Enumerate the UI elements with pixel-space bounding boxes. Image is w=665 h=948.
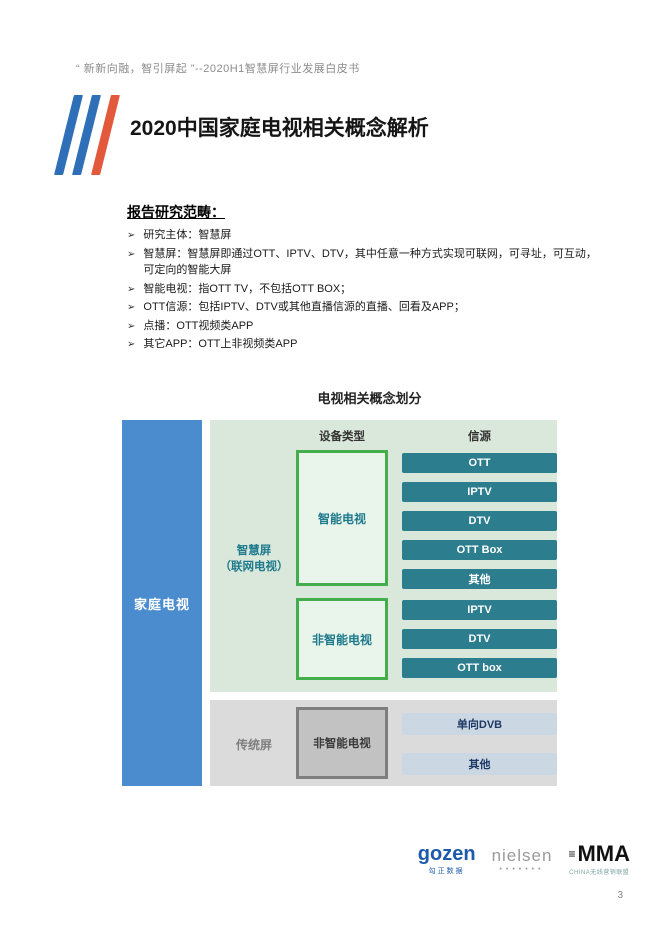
bullet-text: OTT信源：包括IPTV、DTV或其他直播信源的直播、回看及APP；	[143, 301, 465, 313]
title-stripes-decoration	[54, 95, 120, 180]
research-scope-heading: 报告研究范畴：	[127, 204, 225, 220]
smart-screen-label: 智慧屏 （联网电视）	[210, 544, 298, 575]
home-tv-bar: 家庭电视	[122, 420, 202, 786]
arrow-bullet-icon: ➢	[127, 230, 136, 241]
mma-bars-icon: ≡	[568, 847, 576, 861]
gozen-logo-subtext: 勾正数据	[428, 867, 465, 875]
nielsen-logo: nielsen •••••••	[492, 847, 553, 873]
nielsen-logo-text: nielsen	[491, 845, 553, 865]
traditional-screen-label: 传统屏	[235, 738, 272, 752]
bullet-text: 智慧屏：智慧屏即通过OTT、IPTV、DTV，其中任意一种方式实现可联网，可寻址…	[143, 247, 597, 277]
mma-logo-name: MMA	[577, 841, 630, 866]
concept-diagram: 家庭电视 设备类型 信源 智慧屏 （联网电视） 智能电视 OTT IPTV DT…	[122, 420, 557, 786]
nielsen-dots-decoration: •••••••	[499, 865, 545, 873]
mma-logo-text: ≡MMA	[568, 843, 630, 865]
arrow-bullet-icon: ➢	[127, 302, 136, 313]
bullet-text: 智能电视：指OTT TV，不包括OTT BOX；	[143, 282, 352, 295]
mma-logo: ≡MMA CHINA无线营销联盟	[568, 843, 630, 877]
source-item-other: 其他	[402, 569, 557, 589]
list-item: ➢ 智慧屏：智慧屏即通过OTT、IPTV、DTV，其中任意一种方式实现可联网，可寻…	[127, 246, 605, 279]
traditional-screen-panel: 传统屏 非智能电视 单向DVB 其他	[210, 700, 557, 786]
column-header-device-type: 设备类型	[319, 431, 365, 443]
source-item-dtv-2: DTV	[402, 629, 557, 649]
bullet-text: 其它APP：OTT上非视频类APP	[143, 338, 298, 350]
arrow-bullet-icon: ➢	[127, 320, 136, 332]
source-item-iptv-2: IPTV	[402, 600, 557, 620]
non-smart-tv-box: 非智能电视	[296, 598, 388, 680]
smart-screen-label-line2: （联网电视）	[219, 560, 289, 573]
research-scope-list: ➢ 研究主体：智慧屏 ➢ 智慧屏：智慧屏即通过OTT、IPTV、DTV，其中任意一种…	[127, 227, 605, 355]
bullet-text: 点播：OTT视频类APP	[143, 319, 254, 332]
list-item: ➢ 点播：OTT视频类APP	[127, 318, 605, 335]
gozen-logo: gozen 勾正数据	[418, 844, 476, 876]
mma-logo-subtext: CHINA无线营销联盟	[569, 870, 630, 876]
smart-screen-panel: 设备类型 信源 智慧屏 （联网电视） 智能电视 OTT IPTV DTV OTT…	[210, 420, 557, 692]
list-item: ➢ 智能电视：指OTT TV，不包括OTT BOX；	[127, 281, 605, 298]
page-number: 3	[617, 890, 623, 901]
source-item-other-traditional: 其他	[402, 753, 557, 775]
list-item: ➢ 研究主体：智慧屏	[127, 227, 605, 244]
source-item-dtv: DTV	[402, 511, 557, 531]
footer-logos: gozen 勾正数据 nielsen ••••••• ≡MMA CHINA无线营…	[385, 843, 630, 877]
diagram-title: 电视相关概念划分	[317, 391, 422, 406]
source-item-iptv: IPTV	[402, 482, 557, 502]
arrow-bullet-icon: ➢	[127, 339, 136, 350]
document-header: “ 新新向融，智引屏起 ”--2020H1智慧屏行业发展白皮书	[76, 63, 360, 75]
arrow-bullet-icon: ➢	[127, 283, 136, 295]
bullet-text: 研究主体：智慧屏	[143, 229, 232, 241]
list-item: ➢ OTT信源：包括IPTV、DTV或其他直播信源的直播、回看及APP；	[127, 299, 605, 316]
smart-tv-box: 智能电视	[296, 450, 388, 586]
source-item-ott-box: OTT Box	[402, 540, 557, 560]
column-header-source: 信源	[468, 431, 491, 443]
list-item: ➢ 其它APP：OTT上非视频类APP	[127, 336, 605, 353]
page-title: 2020中国家庭电视相关概念解析	[130, 117, 429, 140]
source-item-ott-box-2: OTT box	[402, 658, 557, 678]
gozen-logo-text: gozen	[417, 842, 476, 865]
source-item-one-way-dvb: 单向DVB	[402, 713, 557, 735]
source-item-ott: OTT	[402, 453, 557, 473]
traditional-non-smart-tv-box: 非智能电视	[296, 707, 388, 779]
arrow-bullet-icon: ➢	[127, 248, 136, 260]
smart-screen-label-line1: 智慧屏	[236, 545, 272, 557]
